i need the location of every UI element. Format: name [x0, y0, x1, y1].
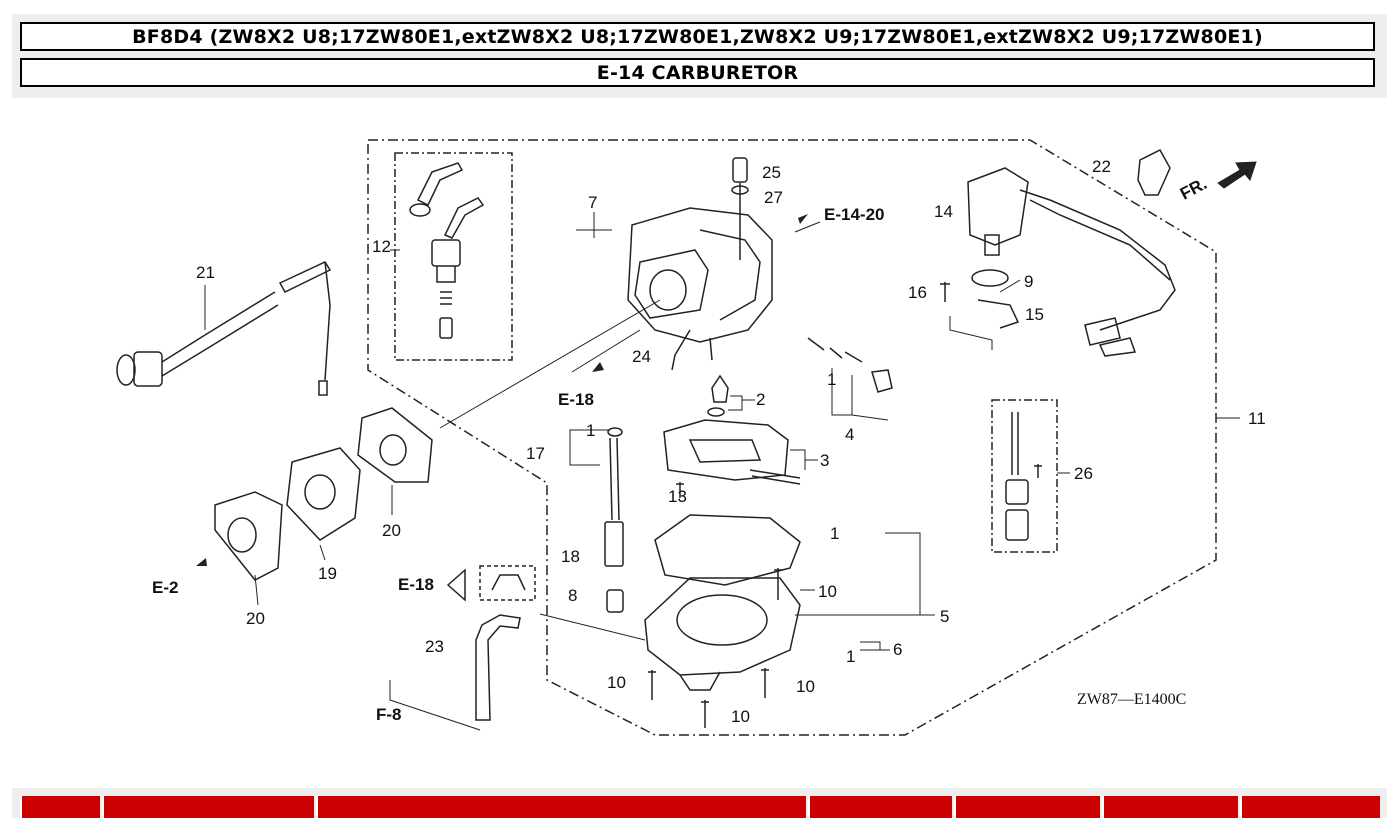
- callout-2: 2: [756, 390, 765, 409]
- ref-f8: F-8: [376, 705, 402, 724]
- front-marker: FR.: [1177, 174, 1210, 204]
- leader-lines: [204, 212, 1240, 731]
- callout-3: 3: [820, 451, 829, 470]
- callout-20-a: 20: [382, 521, 401, 540]
- callout-18: 18: [561, 547, 580, 566]
- table-header-cell: [102, 796, 314, 818]
- ref-e18-top: E-18: [558, 390, 594, 409]
- parts-diagram: 7 12 21 24 25 27 14 22 9 16 15 1 4 2 1 1…: [0, 100, 1399, 780]
- callout-23: 23: [425, 637, 444, 656]
- parts-diagram-svg: 7 12 21 24 25 27 14 22 9 16 15 1 4 2 1 1…: [116, 139, 1266, 736]
- table-header-cell: [954, 796, 1100, 818]
- ref-e2: E-2: [152, 578, 178, 597]
- callout-4: 4: [845, 425, 854, 444]
- kit-box-12: [394, 152, 513, 361]
- drawing-code: ZW87—E1400C: [1077, 691, 1186, 708]
- callout-25: 25: [762, 163, 781, 182]
- model-title: BF8D4 (ZW8X2 U8;17ZW80E1,extZW8X2 U8;17Z…: [20, 22, 1375, 51]
- callout-8: 8: [568, 586, 577, 605]
- table-header-cell: [1102, 796, 1238, 818]
- callout-10-a: 10: [818, 582, 837, 601]
- callout-12: 12: [372, 237, 391, 256]
- callout-27: 27: [764, 188, 783, 207]
- callout-16: 16: [908, 283, 927, 302]
- hose-clip: [446, 565, 536, 602]
- fuel-parts-12: [409, 162, 485, 339]
- arrow-e18-top-icon: [592, 362, 604, 372]
- arrow-e2-icon: [196, 558, 207, 566]
- callout-15: 15: [1025, 305, 1044, 324]
- callout-10-b: 10: [607, 673, 626, 692]
- callout-13: 13: [668, 487, 687, 506]
- callout-1-c: 1: [830, 524, 839, 543]
- assembly-boundary: [367, 139, 1217, 736]
- float-chamber: [644, 514, 801, 691]
- callout-1-d: 1: [846, 647, 855, 666]
- section-title: E-14 CARBURETOR: [20, 58, 1375, 87]
- header-band: BF8D4 (ZW8X2 U8;17ZW80E1,extZW8X2 U8;17Z…: [12, 14, 1387, 98]
- table-header-cell: [316, 796, 806, 818]
- hose-23: [475, 614, 521, 721]
- callout-1-a: 1: [827, 370, 836, 389]
- ref-e14-20: E-14-20: [824, 205, 884, 224]
- callout-7: 7: [588, 193, 597, 212]
- front-arrow-icon: [1217, 161, 1257, 189]
- callout-10-c: 10: [796, 677, 815, 696]
- callout-10-d: 10: [731, 707, 750, 726]
- jet-parts: [604, 427, 624, 613]
- callout-6: 6: [893, 640, 902, 659]
- table-header-cell: [20, 796, 100, 818]
- electric-choke: [940, 167, 1176, 357]
- ref-e18-mid: E-18: [398, 575, 434, 594]
- table-header-cell: [1240, 796, 1380, 818]
- callout-21: 21: [196, 263, 215, 282]
- kit-box-26: [991, 399, 1058, 553]
- callout-24: 24: [632, 347, 651, 366]
- callout-20-b: 20: [246, 609, 265, 628]
- parts-table-header: [12, 788, 1387, 818]
- callout-11: 11: [1248, 409, 1266, 428]
- carburetor-body: [627, 157, 773, 371]
- pilot-screw-set: [807, 337, 893, 393]
- kit-26-parts: [1005, 412, 1042, 541]
- choke-cable-21: [116, 261, 332, 396]
- callout-5: 5: [940, 607, 949, 626]
- callout-1-b: 1: [586, 421, 595, 440]
- callout-17: 17: [526, 444, 545, 463]
- screws-10: [648, 482, 782, 728]
- insulator-plates: [214, 407, 433, 581]
- callout-26: 26: [1074, 464, 1093, 483]
- callout-9: 9: [1024, 272, 1033, 291]
- arrow-e1420-icon: [798, 214, 808, 224]
- callout-19: 19: [318, 564, 337, 583]
- clamp-22: [1137, 149, 1171, 196]
- callout-22: 22: [1092, 157, 1111, 176]
- table-header-cell: [808, 796, 952, 818]
- callout-14: 14: [934, 202, 953, 221]
- float-parts: [663, 374, 801, 485]
